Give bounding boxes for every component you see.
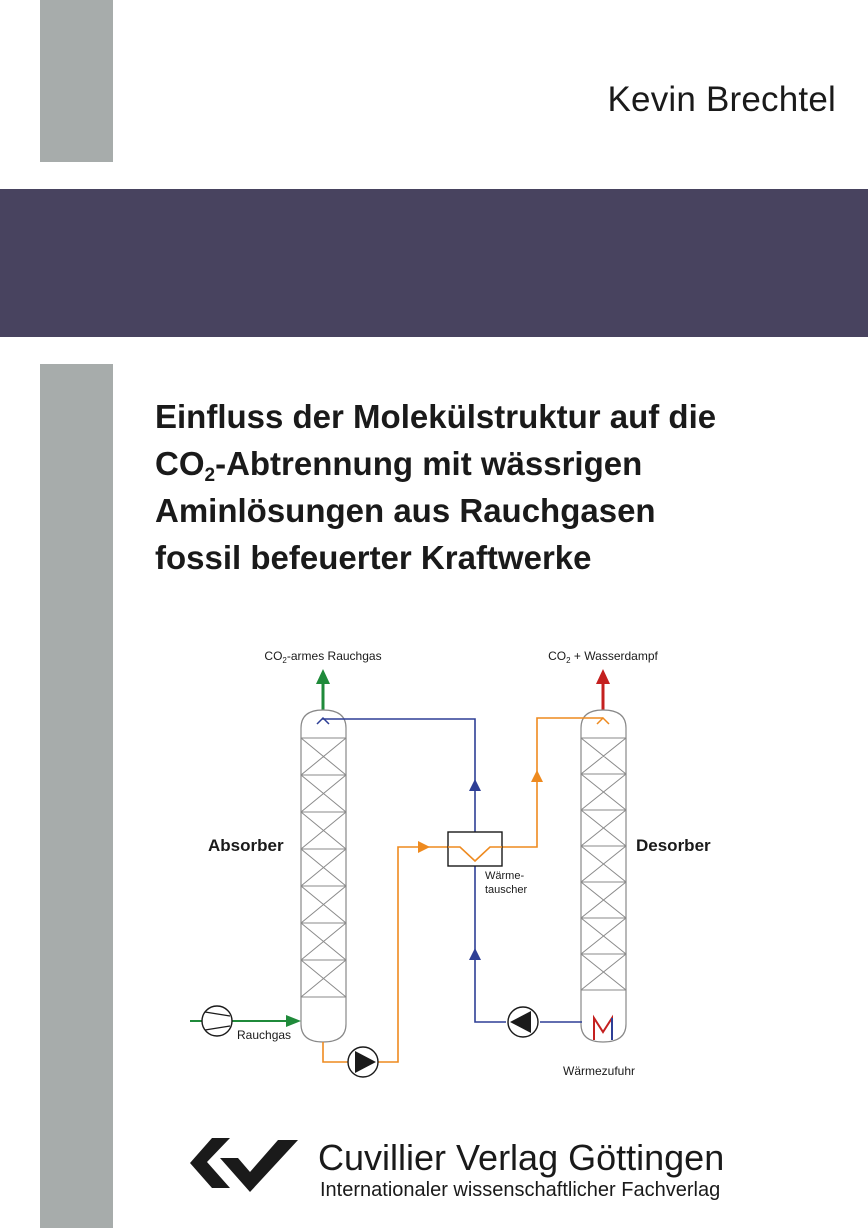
publisher-tagline: Internationaler wissenschaftlicher Fachv… [320,1179,721,1201]
co2-lean-gas-label: CO2-armes Rauchgas [264,649,381,665]
flue-gas-inlet [190,1015,301,1027]
publisher-name: Cuvillier Verlag Göttingen [318,1137,725,1178]
rich-pump-icon [347,1046,379,1078]
absorber-column [300,709,347,1043]
heat-supply-label: Wärmezufuhr [563,1064,635,1078]
lean-solvent-line [322,718,582,1023]
decorative-grey-bar-top [40,0,113,162]
rich-solvent-line [322,717,603,1063]
blower-icon [201,1005,233,1037]
publisher-block: Cuvillier Verlag Göttingen International… [190,1136,790,1206]
desorber-label: Desorber [636,836,711,855]
publisher-logo-icon [190,1138,298,1192]
process-diagram: CO2-armes Rauchgas CO2 + Wasserdampf [180,640,740,1090]
book-title: Einfluss der Molekülstruktur auf die CO2… [155,393,855,581]
title-line-2-rest: -Abtrennung mit wässrigen [215,445,643,482]
decorative-color-band [0,189,868,337]
title-line-4: fossil befeuerter Kraftwerke [155,539,592,576]
title-line-1: Einfluss der Molekülstruktur auf die [155,398,717,435]
heat-exchanger-label-1: Wärme- [485,870,524,882]
title-co-text: CO [155,445,205,482]
decorative-grey-bar-side [40,364,113,1228]
heat-exchanger [447,831,503,867]
title-line-3: Aminlösungen aus Rauchgasen [155,492,656,529]
title-line-2: CO2-Abtrennung mit wässrigen [155,440,855,487]
title-subscript: 2 [204,465,216,486]
author-name: Kevin Brechtel [607,80,836,119]
co2-steam-label: CO2 + Wasserdampf [548,649,658,665]
lean-pump-icon [507,1006,539,1038]
co2-outlet-arrow [596,669,610,712]
reboiler-coil [593,1014,613,1040]
absorber-label: Absorber [208,836,284,855]
gas-outlet-arrow [316,669,330,712]
heat-exchanger-label-2: tauscher [485,884,528,896]
desorber-column [580,709,627,1043]
flue-gas-label: Rauchgas [237,1028,291,1042]
